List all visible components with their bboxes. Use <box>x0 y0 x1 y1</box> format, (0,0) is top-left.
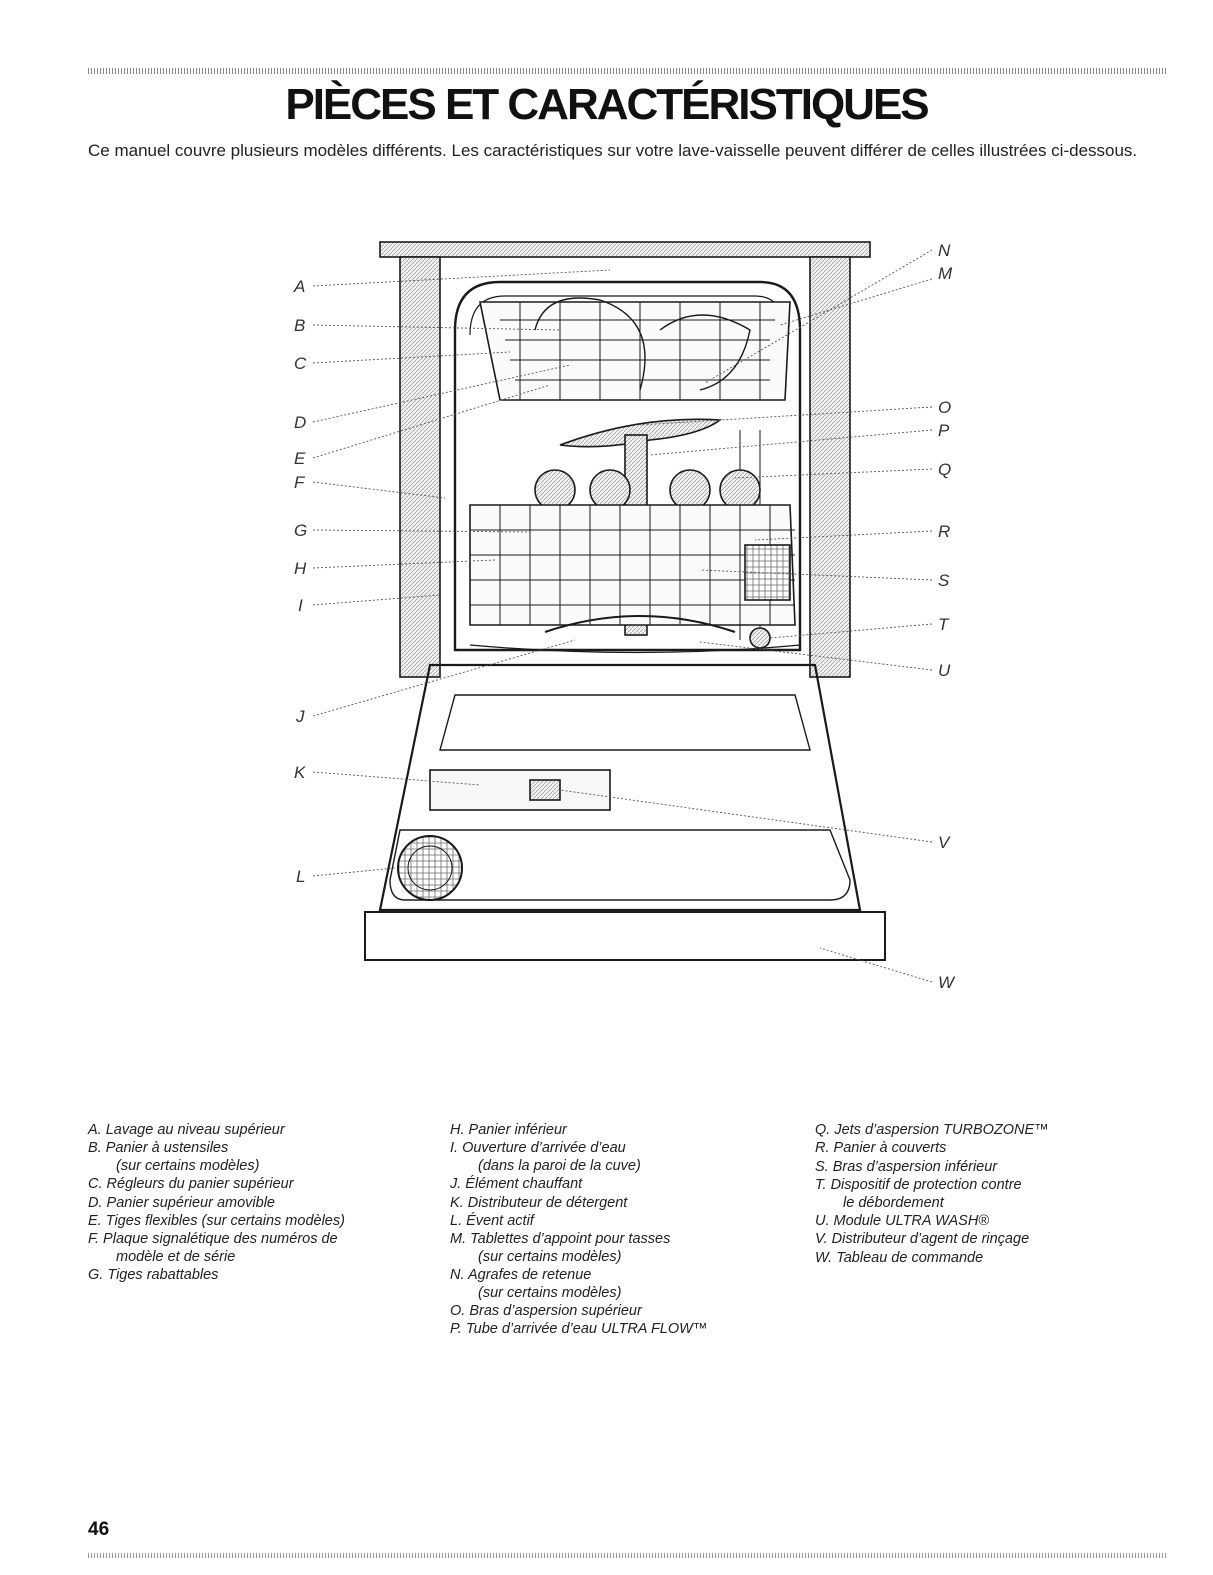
legend-item-text: T. Dispositif de protection contre <box>815 1177 1022 1194</box>
legend-item: L. Évent actif <box>450 1213 790 1230</box>
callout-s: S <box>938 571 950 590</box>
callout-f: F <box>294 473 306 492</box>
callout-q: Q <box>938 460 951 479</box>
callout-h: H <box>294 559 307 578</box>
legend-item-text: E. Tiges flexibles (sur certains modèles… <box>88 1213 345 1230</box>
dishwasher-illustration <box>364 241 886 961</box>
legend-item-text: N. Agrafes de retenue <box>450 1267 592 1284</box>
legend-item: I. Ouverture d’arrivée d’eau(dans la par… <box>450 1140 790 1175</box>
page-number: 46 <box>88 1519 110 1540</box>
intro-paragraph: Ce manuel couvre plusieurs modèles diffé… <box>88 141 1138 160</box>
legend-item: K. Distributeur de détergent <box>450 1195 790 1212</box>
legend-item-note: (sur certains modèles) <box>478 1284 622 1301</box>
legend-column-3: Q. Jets d’aspersion TURBOZONE™ R. Panier… <box>815 1122 1145 1268</box>
legend-item-text: W. Tableau de commande <box>815 1249 984 1266</box>
callout-u: U <box>938 661 951 680</box>
legend-item-text: A. Lavage au niveau supérieur <box>88 1122 285 1138</box>
legend-item-note: le débordement <box>843 1194 944 1211</box>
callout-p: P <box>938 421 950 440</box>
legend-column-2: H. Panier inférieur I. Ouverture d’arriv… <box>450 1122 790 1340</box>
legend-item-text: I. Ouverture d’arrivée d’eau <box>450 1140 626 1157</box>
legend-item: P. Tube d’arrivée d’eau ULTRA FLOW™ <box>450 1321 790 1338</box>
legend-item-text: S. Bras d’aspersion inférieur <box>815 1158 998 1175</box>
callout-w: W <box>938 973 956 992</box>
legend-item-text: J. Élément chauffant <box>450 1176 583 1193</box>
legend-item-text: F. Plaque signalétique des numéros de <box>88 1231 338 1248</box>
legend-item-text: M. Tablettes d’appoint pour tasses <box>450 1231 671 1248</box>
callout-g: G <box>294 521 307 540</box>
legend-item-text: Q. Jets d’aspersion TURBOZONE™ <box>815 1122 1049 1138</box>
callout-d: D <box>294 413 306 432</box>
legend-item-text: V. Distributeur d’agent de rinçage <box>815 1231 1030 1248</box>
callout-v: V <box>938 833 951 852</box>
callout-a: A <box>293 277 305 296</box>
legend-item-note: modèle et de série <box>116 1248 236 1265</box>
legend-item: A. Lavage au niveau supérieur <box>88 1122 428 1139</box>
callout-i: I <box>298 596 303 615</box>
legend-item-note: (dans la paroi de la cuve) <box>478 1157 641 1174</box>
legend-item: S. Bras d’aspersion inférieur <box>815 1159 1145 1176</box>
callout-o: O <box>938 398 951 417</box>
legend-item: R. Panier à couverts <box>815 1140 1145 1157</box>
page-title: PIÈCES ET CARACTÉRISTIQUES <box>285 80 929 129</box>
legend-item: W. Tableau de commande <box>815 1250 1145 1267</box>
callout-c: C <box>294 354 307 373</box>
callout-leader-lines <box>312 249 933 983</box>
callout-t: T <box>938 615 950 634</box>
legend-item-text: H. Panier inférieur <box>450 1122 567 1138</box>
legend-item-text: U. Module ULTRA WASH® <box>815 1213 989 1230</box>
legend-item: Q. Jets d’aspersion TURBOZONE™ <box>815 1122 1145 1139</box>
legend-item: E. Tiges flexibles (sur certains modèles… <box>88 1213 428 1230</box>
legend-item: D. Panier supérieur amovible <box>88 1195 428 1212</box>
legend-item: C. Régleurs du panier supérieur <box>88 1176 428 1193</box>
legend-item-text: G. Tiges rabattables <box>88 1267 219 1284</box>
bottom-rule <box>88 1553 1168 1558</box>
legend-item-text: P. Tube d’arrivée d’eau ULTRA FLOW™ <box>450 1321 708 1338</box>
callout-e: E <box>294 449 306 468</box>
callout-r: R <box>938 522 950 541</box>
legend-item: O. Bras d’aspersion supérieur <box>450 1303 790 1320</box>
legend-item: B. Panier à ustensiles(sur certains modè… <box>88 1140 428 1175</box>
legend-item-text: D. Panier supérieur amovible <box>88 1194 275 1211</box>
legend-column-1: A. Lavage au niveau supérieur B. Panier … <box>88 1122 428 1286</box>
callout-b: B <box>294 316 305 335</box>
legend-item-text: O. Bras d’aspersion supérieur <box>450 1303 642 1320</box>
callout-k: K <box>294 763 306 782</box>
legend-item: H. Panier inférieur <box>450 1122 790 1139</box>
legend-item-note: (sur certains modèles) <box>478 1248 622 1265</box>
top-rule <box>88 68 1168 74</box>
callout-n: N <box>938 241 951 260</box>
legend-item-text: L. Évent actif <box>450 1213 534 1230</box>
callout-j: J <box>295 707 305 726</box>
callout-l: L <box>296 867 305 886</box>
legend-item: V. Distributeur d’agent de rinçage <box>815 1231 1145 1248</box>
legend-item: U. Module ULTRA WASH® <box>815 1213 1145 1230</box>
legend-item: N. Agrafes de retenue(sur certains modèl… <box>450 1267 790 1302</box>
dishwasher-diagram: A B C D E F G H I J K L M N O P Q R S T … <box>293 241 956 992</box>
legend-item: J. Élément chauffant <box>450 1176 790 1193</box>
callout-labels: A B C D E F G H I J K L M N O P Q R S T … <box>293 241 956 992</box>
callout-m: M <box>938 264 953 283</box>
legend-item-note: (sur certains modèles) <box>116 1157 260 1174</box>
legend-item: M. Tablettes d’appoint pour tasses(sur c… <box>450 1231 790 1266</box>
legend-item: G. Tiges rabattables <box>88 1267 428 1284</box>
legend-item-text: B. Panier à ustensiles <box>88 1140 229 1157</box>
legend-item-text: R. Panier à couverts <box>815 1140 947 1157</box>
legend-item-text: C. Régleurs du panier supérieur <box>88 1176 294 1193</box>
legend-item-text: K. Distributeur de détergent <box>450 1194 628 1211</box>
